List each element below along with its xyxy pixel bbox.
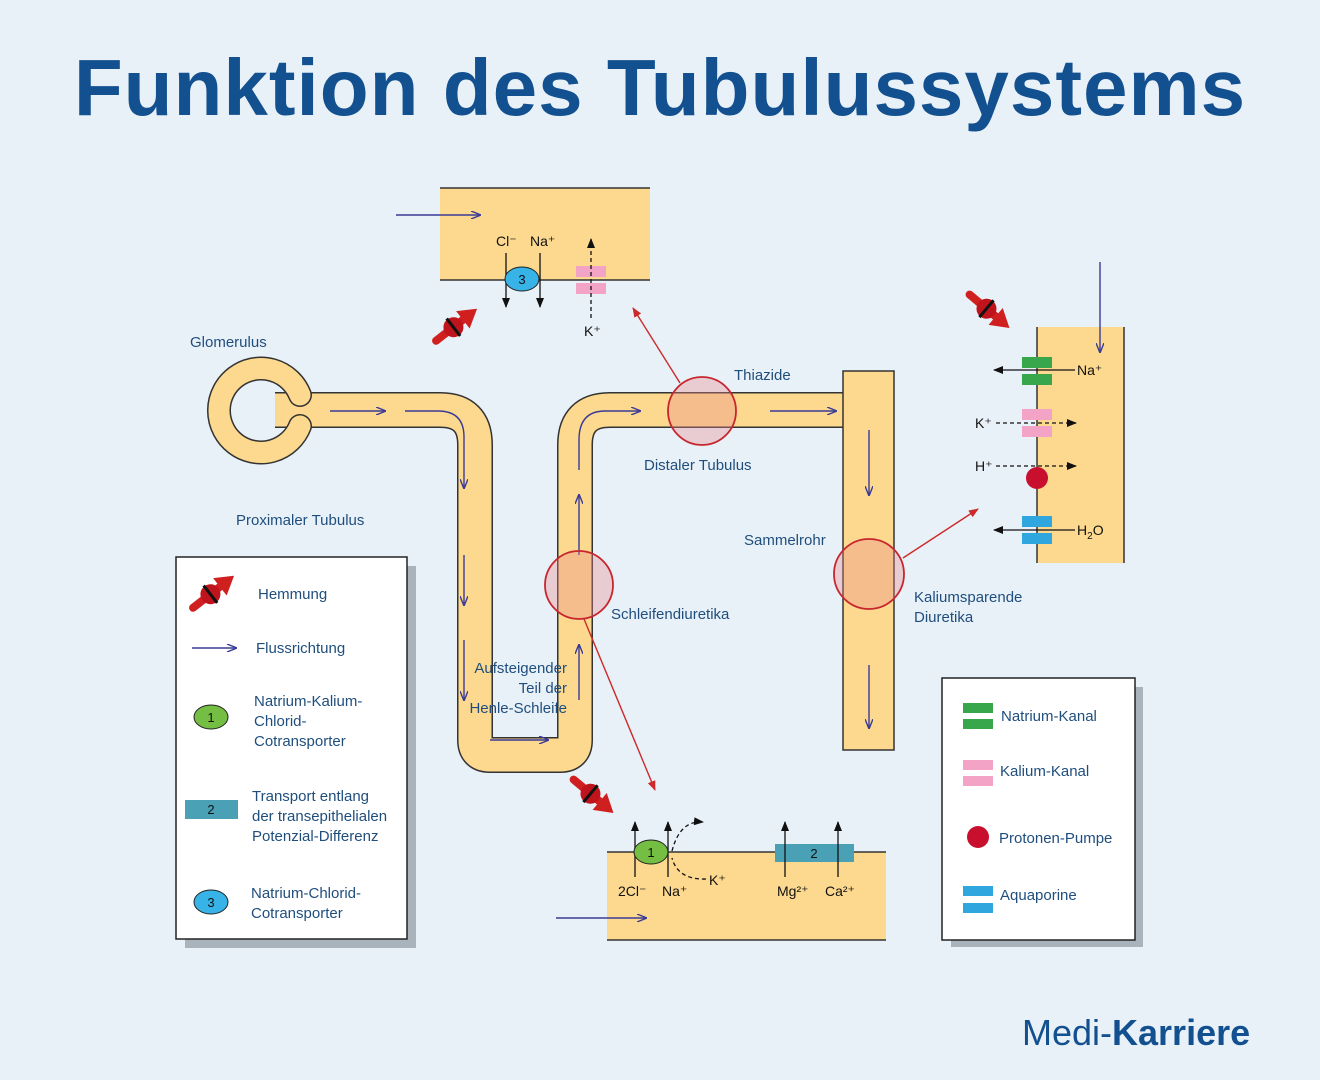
potassium-channel <box>576 266 606 277</box>
brand-logo: Medi-Karriere <box>1022 1012 1250 1054</box>
legend-right: Natrium-Kanal Kalium-Kanal Protonen-Pump… <box>941 677 1143 947</box>
legend-potassium-icon <box>963 760 993 770</box>
label-sammelrohr: Sammelrohr <box>744 532 826 549</box>
legend-hemmung: Hemmung <box>258 586 327 603</box>
nkcc-number: 1 <box>647 845 654 860</box>
legend-nkcc-icon <box>193 704 229 730</box>
transepithelial-number: 2 <box>810 846 817 861</box>
ion-k-bottom: K⁺ <box>709 872 726 888</box>
legend-nkcc-2: Chlorid- <box>254 713 307 730</box>
inhibition-icon-right <box>963 286 1017 336</box>
inset-distal-tubule: Cl⁻ Na⁺ 3 K⁺ <box>396 187 650 349</box>
label-schleife: Schleifendiuretika <box>611 606 730 623</box>
legend-left: Hemmung Flussrichtung 1 Natrium-Kalium- … <box>175 556 416 948</box>
ion-cl: Cl⁻ <box>496 233 517 249</box>
aquaporin <box>1022 516 1052 527</box>
tubule-system <box>207 307 979 791</box>
label-kalium-1: Kaliumsparende <box>914 589 1022 606</box>
inset-loop-of-henle: 1 2Cl⁻ Na⁺ K⁺ 2 Mg²⁺ Ca²⁺ <box>556 771 886 941</box>
ion-k-top: K⁺ <box>584 323 601 339</box>
label-glomerulus: Glomerulus <box>190 334 267 351</box>
label-thiazide: Thiazide <box>734 367 791 384</box>
brand-prefix: Medi- <box>1022 1012 1113 1053</box>
label-proximal: Proximaler Tubulus <box>236 512 364 529</box>
flow-arrows <box>330 411 869 740</box>
ion-mg: Mg²⁺ <box>777 883 809 899</box>
legend-proton-icon <box>967 826 989 848</box>
legend-trans-3: Potenzial-Differenz <box>252 828 378 845</box>
pointer-lines <box>583 307 979 791</box>
thiazide-site <box>667 376 737 446</box>
ion-na-right: Na⁺ <box>1077 362 1102 378</box>
loop-diuretic-site <box>544 550 614 620</box>
diagram-labels: Glomerulus Proximaler Tubulus Aufsteigen… <box>190 334 1022 717</box>
ncc-transporter <box>504 266 540 292</box>
legend-nkcc-3: Cotransporter <box>254 733 346 750</box>
transepithelial-transport <box>775 844 854 862</box>
legend-natrium: Natrium-Kanal <box>1001 708 1097 725</box>
ion-na-bottom: Na⁺ <box>662 883 687 899</box>
tubule-lumen <box>275 393 870 772</box>
inset-collecting-duct: Na⁺ K⁺ H⁺ H2O <box>963 262 1125 563</box>
legend-transepithelial-icon <box>185 800 238 819</box>
label-ascending-3: Henle-Schleife <box>469 700 567 717</box>
ion-2cl: 2Cl⁻ <box>618 883 646 899</box>
legend-trans-2: der transepithelialen <box>252 808 387 825</box>
svg-text:2: 2 <box>207 802 214 817</box>
legend-protonen: Protonen-Pumpe <box>999 830 1112 847</box>
potassium-sparing-site <box>833 538 905 610</box>
ion-h: H⁺ <box>975 458 993 474</box>
legend-sodium-icon <box>963 703 993 713</box>
legend-nkcc-1: Natrium-Kalium- <box>254 693 362 710</box>
legend-kalium: Kalium-Kanal <box>1000 763 1089 780</box>
brand-name: Karriere <box>1112 1012 1251 1053</box>
label-ascending-1: Aufsteigender <box>474 660 567 677</box>
potassium-channel-right <box>1022 409 1052 420</box>
label-ascending-2: Teil der <box>519 680 567 697</box>
legend-ncc-1: Natrium-Chlorid- <box>251 885 361 902</box>
proton-pump <box>1026 467 1048 489</box>
ion-ca: Ca²⁺ <box>825 883 855 899</box>
sodium-channel <box>1022 357 1052 368</box>
legend-aquaporin-icon <box>963 886 993 896</box>
legend-aquaporine: Aquaporine <box>1000 887 1077 904</box>
svg-text:1: 1 <box>207 710 214 725</box>
nkcc-transporter <box>633 839 669 865</box>
inhibition-icon-bottom <box>567 771 621 821</box>
legend-trans-1: Transport entlang <box>252 788 369 805</box>
ion-k-right: K⁺ <box>975 415 992 431</box>
inhibition-icon <box>429 300 484 349</box>
page-title: Funktion des Tubulussystems <box>73 43 1247 132</box>
legend-fluss: Flussrichtung <box>256 640 345 657</box>
ncc-number: 3 <box>518 272 525 287</box>
legend-ncc-icon <box>193 889 229 915</box>
label-kalium-2: Diuretika <box>914 609 974 626</box>
svg-text:3: 3 <box>207 895 214 910</box>
legend-ncc-2: Cotransporter <box>251 905 343 922</box>
ion-h2o: H2O <box>1077 522 1104 542</box>
ion-na: Na⁺ <box>530 233 555 249</box>
label-distal: Distaler Tubulus <box>644 457 752 474</box>
